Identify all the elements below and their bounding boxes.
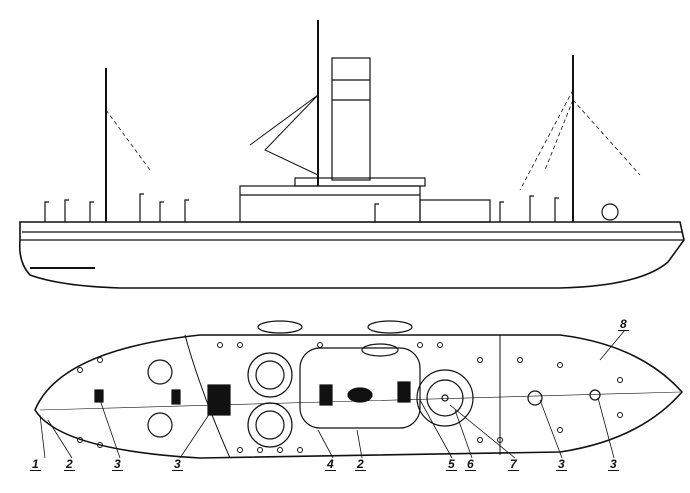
deck-outline: [34, 334, 684, 459]
gun-block: [207, 384, 231, 416]
boats: [257, 320, 413, 357]
capstan: [601, 203, 619, 221]
leader-lines: [39, 329, 626, 459]
superstructure: [239, 185, 421, 223]
derrick: [249, 94, 319, 176]
fore-turret-2: [247, 402, 293, 448]
callout-1: 1: [30, 457, 41, 471]
bridge: [294, 177, 426, 187]
callout-2b: 2: [355, 457, 366, 471]
forward-deckhouse: [299, 347, 421, 429]
callout-3d: 3: [608, 457, 619, 471]
hull-profile: [18, 221, 685, 289]
callout-6: 6: [465, 457, 476, 471]
capstan-1: [147, 359, 173, 385]
central-hatch: [347, 387, 373, 403]
callout-5: 5: [446, 457, 457, 471]
side-profile: [18, 20, 685, 289]
portholes: [77, 342, 623, 453]
deck-plan: [34, 320, 684, 459]
callout-4: 4: [325, 457, 336, 471]
callout-8: 8: [618, 317, 629, 331]
aft-turret: [416, 369, 474, 427]
ventilators: [44, 193, 559, 222]
callout-3b: 3: [172, 457, 183, 471]
citadel: [184, 334, 501, 459]
aft-house: [419, 199, 491, 223]
callout-3c: 3: [556, 457, 567, 471]
callout-7: 7: [508, 457, 519, 471]
fore-turret: [247, 352, 293, 398]
callout-2: 2: [64, 457, 75, 471]
rigging: [105, 89, 641, 191]
callout-3: 3: [112, 457, 123, 471]
capstan-2: [527, 390, 543, 406]
funnel: [331, 57, 371, 181]
